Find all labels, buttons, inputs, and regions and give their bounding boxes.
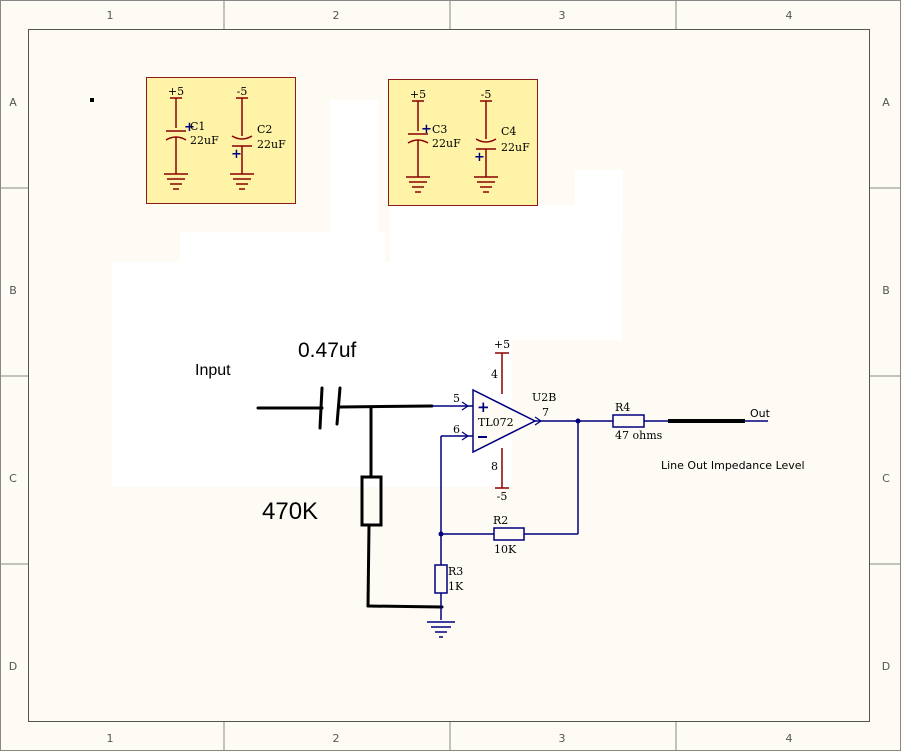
ground-symbol xyxy=(427,621,455,638)
junction-dot xyxy=(438,531,444,537)
c4-supply-label: -5 xyxy=(481,88,492,101)
opamp-plus-sign: + xyxy=(477,398,490,416)
zone-col-4-top: 4 xyxy=(786,9,793,22)
pin5-arrow xyxy=(461,401,470,411)
c2-ref: C2 xyxy=(257,123,272,136)
pin6-arrow xyxy=(461,431,470,441)
opamp-stage: +5 -5 4 8 + TL072 U2B xyxy=(427,338,805,638)
zone-row-c-right: C xyxy=(882,472,890,485)
decoupling-box-1: + +5 C1 22uF + -5 C2 22uF xyxy=(146,77,296,204)
opamp-pin-5: 5 xyxy=(453,392,460,405)
hand-drawn-input-section: Input 0.47uf 470K xyxy=(195,339,444,609)
zone-col-2-bottom: 2 xyxy=(333,732,340,745)
r3-ref: R3 xyxy=(448,565,463,578)
c2-plus-marker: + xyxy=(231,147,242,162)
zone-col-4-bottom: 4 xyxy=(786,732,793,745)
junction-dot xyxy=(575,418,581,424)
r2-ref: R2 xyxy=(493,514,508,527)
opamp-part: TL072 xyxy=(478,416,514,429)
c3-plus-marker: + xyxy=(421,122,432,137)
c1-plus-marker: + xyxy=(184,120,195,135)
opamp-pin-6: 6 xyxy=(453,423,460,436)
opamp-vneg-label: -5 xyxy=(497,490,508,503)
zone-row-b-right: B xyxy=(882,284,890,297)
r2-value: 10K xyxy=(494,543,517,556)
output-port-label: Out xyxy=(750,407,771,420)
zone-row-a-right: A xyxy=(882,96,890,109)
zone-row-c-left: C xyxy=(9,472,17,485)
input-label: Input xyxy=(195,362,231,379)
stray-dot xyxy=(90,98,94,102)
zone-row-d-right: D xyxy=(882,660,890,673)
c3-value: 22uF xyxy=(432,137,461,150)
c3-ref: C3 xyxy=(432,123,447,136)
opamp-pin-8: 8 xyxy=(491,460,498,473)
zone-col-2-top: 2 xyxy=(333,9,340,22)
zone-col-3-bottom: 3 xyxy=(559,732,566,745)
c4-value: 22uF xyxy=(501,141,530,154)
c3-supply-label: +5 xyxy=(410,88,426,101)
r4-value: 47 ohms xyxy=(615,429,663,442)
decoupling-box-2: + +5 C3 22uF + -5 C4 22uF xyxy=(388,79,538,206)
c2-value: 22uF xyxy=(257,138,286,151)
c4-plus-marker: + xyxy=(474,150,485,165)
opamp-pin-4: 4 xyxy=(491,368,498,381)
opamp-vpos-label: +5 xyxy=(494,338,510,351)
zone-row-d-left: D xyxy=(9,660,17,673)
opamp-pin-7: 7 xyxy=(542,406,549,419)
paste-over-regions xyxy=(112,100,623,487)
c1-value: 22uF xyxy=(190,134,219,147)
r3-value: 1K xyxy=(448,580,464,593)
zone-col-1-top: 1 xyxy=(107,9,114,22)
zone-col-1-bottom: 1 xyxy=(107,732,114,745)
shunt-resistor-value: 470K xyxy=(262,498,318,525)
opamp-ref: U2B xyxy=(532,391,556,404)
c4-ref: C4 xyxy=(501,125,516,138)
opamp-symbol xyxy=(472,388,537,454)
c2-supply-label: -5 xyxy=(237,85,248,98)
c1-ref: C1 xyxy=(190,120,205,133)
c1-supply-label: +5 xyxy=(168,85,184,98)
pin7-arrow xyxy=(534,416,543,426)
input-cap-value: 0.47uf xyxy=(298,339,357,362)
output-note: Line Out Impedance Level xyxy=(661,459,805,472)
zone-row-a-left: A xyxy=(9,96,17,109)
zone-col-3-top: 3 xyxy=(559,9,566,22)
r4-ref: R4 xyxy=(615,401,630,414)
zone-row-b-left: B xyxy=(9,284,17,297)
